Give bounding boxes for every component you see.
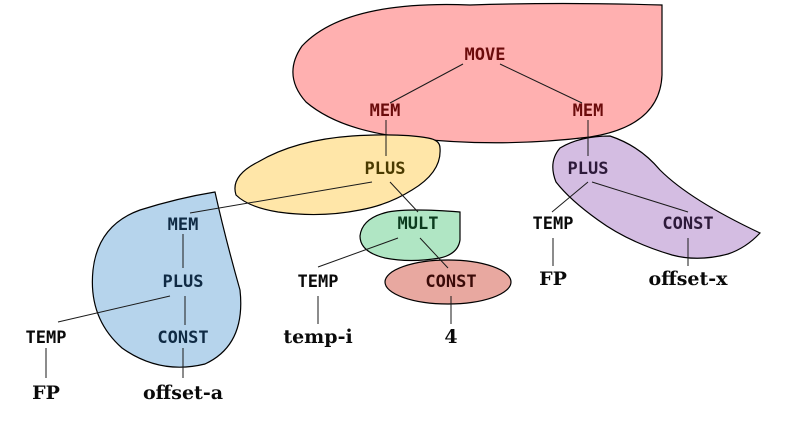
edge-plus-left-mult — [389, 181, 419, 213]
leaf-fp-a: FP — [32, 382, 60, 404]
node-temp-a: TEMP — [26, 328, 67, 348]
edge-mult-temp-i — [317, 237, 399, 268]
move-tile-region — [292, 2, 663, 144]
node-move: MOVE — [465, 45, 506, 65]
leaf-temp-i: temp-i — [283, 326, 352, 348]
leaf-fp-x: FP — [539, 268, 567, 290]
node-mult: MULT — [398, 214, 439, 234]
edge-move-mem-right — [499, 63, 583, 104]
node-const-4: CONST — [425, 272, 476, 292]
node-plus-right: PLUS — [568, 159, 609, 179]
node-plus-a: PLUS — [163, 272, 204, 292]
node-temp-x: TEMP — [533, 214, 574, 234]
node-const-a: CONST — [157, 328, 208, 348]
edge-plus-a-temp-a — [57, 295, 171, 323]
leaf-four: 4 — [444, 326, 457, 348]
tree-edges — [45, 63, 689, 378]
node-mem-left: MEM — [370, 101, 401, 121]
plus-right-tile-region — [552, 135, 762, 259]
node-mem-a: MEM — [168, 215, 199, 235]
edge-move-mem-left — [389, 63, 464, 104]
node-const-x: CONST — [662, 214, 713, 234]
plus-left-tile-region — [234, 134, 441, 216]
tile-regions — [91, 2, 762, 368]
leaf-offset-a: offset-a — [143, 382, 223, 404]
edge-mult-const-4 — [419, 237, 449, 269]
tree-nodes: MOVE MEM MEM PLUS PLUS MEM PLUS TEMP CON… — [26, 45, 729, 404]
const-4-tile-region — [384, 259, 512, 305]
node-temp-i: TEMP — [298, 272, 339, 292]
edge-plus-right-const-x — [591, 181, 689, 213]
node-mem-right: MEM — [573, 101, 604, 121]
edge-plus-right-temp-x — [551, 181, 589, 213]
edge-plus-left-mem-a — [189, 181, 373, 214]
mem-a-tile-region — [91, 191, 242, 368]
leaf-offset-x: offset-x — [648, 268, 728, 290]
node-plus-left: PLUS — [365, 159, 406, 179]
